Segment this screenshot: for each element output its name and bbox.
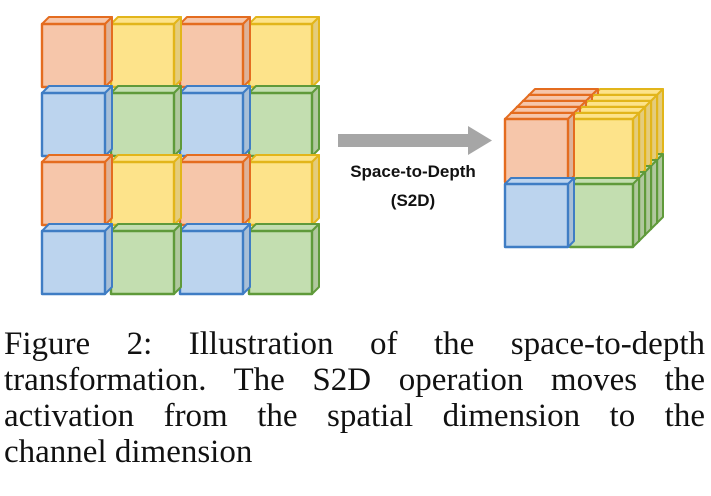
output-cube-blue bbox=[503, 177, 575, 249]
output-cube-orange bbox=[503, 112, 575, 184]
input-cube-blue bbox=[178, 85, 251, 158]
output-cube-green bbox=[568, 177, 640, 249]
caption-line-2: transformation. The S2D operation moves … bbox=[4, 362, 705, 398]
s2d-diagram: Space-to-Depth (S2D) bbox=[40, 16, 664, 296]
input-cube-green bbox=[247, 223, 320, 296]
input-cube-green bbox=[247, 85, 320, 158]
input-cube-orange bbox=[40, 154, 113, 227]
caption-line-4: channel dimension bbox=[4, 434, 253, 470]
input-cube-yellow bbox=[109, 16, 182, 89]
input-cube-green bbox=[109, 223, 182, 296]
input-cube-orange bbox=[40, 16, 113, 89]
s2d-arrow bbox=[338, 126, 492, 155]
input-cube-green bbox=[109, 85, 182, 158]
input-cube-blue bbox=[40, 223, 113, 296]
output-cube-yellow bbox=[568, 112, 640, 184]
caption-line-3: activation from the spatial dimension to… bbox=[4, 398, 705, 434]
input-cube-yellow bbox=[247, 154, 320, 227]
caption-line-1: Figure 2: Illustration of the space-to-d… bbox=[4, 326, 705, 362]
input-cube-blue bbox=[178, 223, 251, 296]
input-feature-grid bbox=[40, 16, 320, 296]
output-depth-stack bbox=[503, 88, 664, 249]
operation-label-abbrev: (S2D) bbox=[391, 191, 435, 210]
input-cube-blue bbox=[40, 85, 113, 158]
input-cube-orange bbox=[178, 154, 251, 227]
operation-label: Space-to-Depth bbox=[350, 162, 476, 181]
input-cube-yellow bbox=[109, 154, 182, 227]
figure-caption: Figure 2: Illustration of the space-to-d… bbox=[4, 326, 705, 470]
input-cube-yellow bbox=[247, 16, 320, 89]
input-cube-orange bbox=[178, 16, 251, 89]
